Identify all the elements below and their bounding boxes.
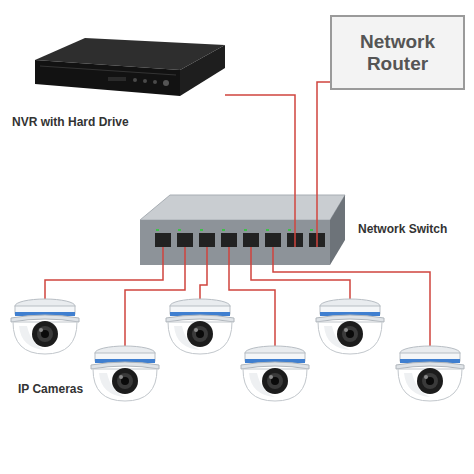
network-switch-device bbox=[140, 195, 345, 265]
network-cable bbox=[225, 95, 295, 195]
group-label: IP Cameras bbox=[18, 382, 83, 396]
node-text: Network Router bbox=[332, 31, 463, 75]
switch-node: Network Switch bbox=[140, 195, 345, 265]
network-cable bbox=[317, 82, 330, 195]
nvr-node: NVR with Hard Drive bbox=[30, 35, 225, 97]
node-text: NVR with Hard Drive bbox=[12, 115, 129, 129]
router-box: Network Router bbox=[330, 15, 465, 90]
node-text: Network Switch bbox=[358, 222, 447, 236]
ip-cameras bbox=[11, 299, 464, 401]
nvr-device bbox=[35, 38, 225, 96]
